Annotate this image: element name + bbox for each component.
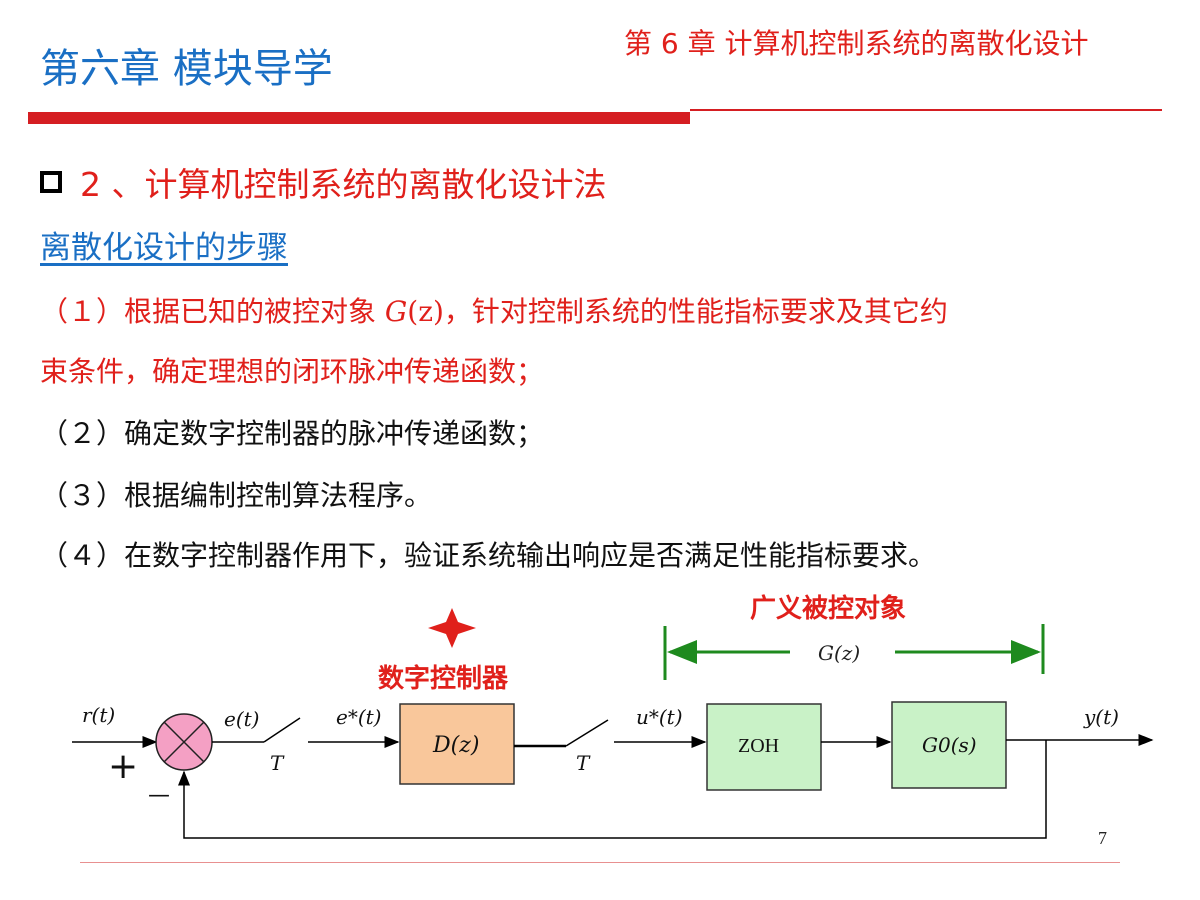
subheading: 离散化设计的步骤	[40, 230, 288, 266]
output-label: y(t)	[1083, 705, 1119, 729]
controller-block	[399, 703, 515, 785]
plant-block-label: G0(s)	[922, 733, 977, 757]
sampler-2-label: T	[576, 751, 591, 775]
chapter-title: 第六章 模块导学	[40, 46, 333, 92]
block-diagram: 数字控制器 广义被控对象 G(z) r(t) + — e(t) T e*(t) …	[72, 593, 1154, 848]
controller-block-label: D(z)	[432, 733, 479, 758]
sampler-1-switch	[263, 717, 301, 743]
sampled-error-label: e*(t)	[336, 705, 381, 729]
step-1-line-2: 束条件，确定理想的闭环脉冲传递函数；	[40, 355, 545, 388]
error-label: e(t)	[224, 707, 259, 731]
section-heading-text: 2 、计算机控制系统的离散化设计法	[80, 165, 607, 204]
square-bullet-icon	[40, 171, 62, 193]
sampled-control-label: u*(t)	[636, 705, 683, 729]
step-2: （２）确定数字控制器的脉冲传递函数；	[40, 417, 545, 450]
step-1-prefix: （１）根据已知的被控对象	[40, 295, 385, 328]
minus-sign: —	[148, 783, 170, 808]
feedback-path	[178, 740, 1047, 839]
plus-sign: +	[108, 746, 138, 787]
controller-label: 数字控制器	[378, 663, 509, 694]
step-1-suffix: ，针对控制系统的性能指标要求及其它约	[443, 295, 948, 328]
footer-divider	[80, 862, 1120, 863]
step-1-math-arg: (z)	[407, 295, 444, 328]
step-1-line-1: （１）根据已知的被控对象 G(z)，针对控制系统的性能指标要求及其它约	[40, 290, 948, 330]
page-number: 7	[1098, 828, 1107, 848]
plant-label: 广义被控对象	[750, 593, 906, 624]
chapter-header: 第 6 章 计算机控制系统的离散化设计	[624, 27, 1089, 60]
input-label: r(t)	[82, 703, 115, 727]
plant-block	[891, 701, 1007, 789]
step-1-math: G	[384, 295, 408, 328]
star-icon	[428, 608, 476, 648]
step-4: （４）在数字控制器作用下，验证系统输出响应是否满足性能指标要求。	[40, 539, 937, 572]
header-divider-thin	[690, 109, 1162, 111]
zoh-block-label: ZOH	[738, 735, 779, 757]
summing-junction	[155, 713, 213, 771]
plant-span-label: G(z)	[818, 641, 860, 665]
section-heading: 2 、计算机控制系统的离散化设计法	[40, 158, 607, 206]
step-3: （３）根据编制控制算法程序。	[40, 479, 433, 512]
header-divider-thick	[28, 112, 690, 124]
sampler-1-label: T	[270, 751, 285, 775]
zoh-block	[706, 703, 822, 791]
sampler-2-switch	[565, 719, 609, 747]
